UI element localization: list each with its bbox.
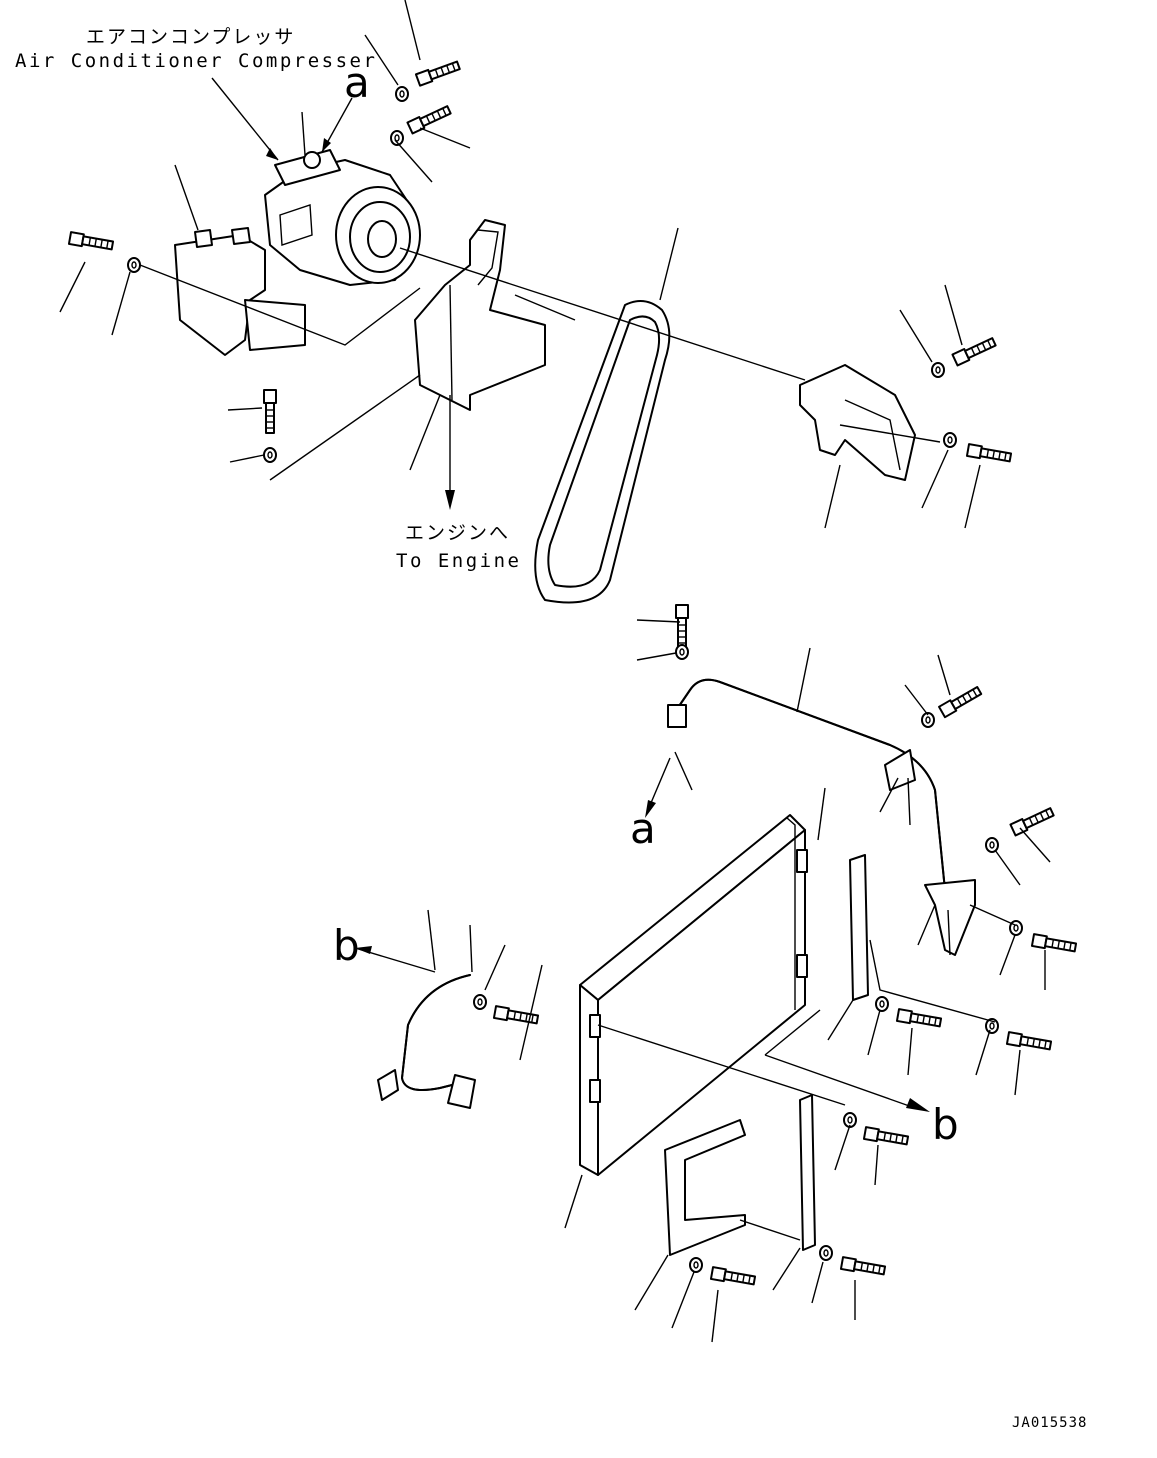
bolt bbox=[675, 604, 689, 649]
bolt bbox=[414, 58, 462, 87]
bolt bbox=[839, 1256, 887, 1278]
ref-label-a-top: a bbox=[344, 58, 370, 107]
leader-lines bbox=[59, 0, 1051, 1343]
engine-label-en: To Engine bbox=[396, 550, 522, 572]
ref-label-b-right: b bbox=[932, 1100, 959, 1149]
compressor-label-en: Air Conditioner Compresser bbox=[15, 50, 378, 72]
washer bbox=[819, 1245, 833, 1261]
engine-label-jp: エンジンへ bbox=[405, 522, 511, 544]
washer bbox=[875, 996, 889, 1012]
compressor-mount-bracket bbox=[414, 219, 546, 411]
bolt bbox=[709, 1266, 757, 1288]
ref-label-b-left: b bbox=[333, 921, 360, 970]
washer bbox=[921, 712, 935, 728]
suction-hose bbox=[377, 974, 476, 1109]
compressor-bracket-left bbox=[174, 227, 306, 356]
bolt bbox=[862, 1126, 910, 1148]
condenser bbox=[579, 814, 808, 1176]
condenser-bracket-right bbox=[849, 854, 869, 1001]
washer bbox=[395, 86, 409, 102]
washer bbox=[931, 362, 945, 378]
bolt bbox=[895, 1008, 943, 1030]
bolt bbox=[1030, 933, 1078, 955]
bolt bbox=[263, 389, 277, 434]
ref-label-a-mid: a bbox=[630, 804, 656, 853]
washer bbox=[263, 447, 277, 463]
condenser-bracket-lower bbox=[664, 1094, 816, 1256]
bolt bbox=[1005, 1031, 1053, 1053]
washer bbox=[689, 1257, 703, 1273]
compressor-label-jp: エアコンコンプレッサ bbox=[86, 26, 296, 48]
belt-cover-bracket bbox=[799, 364, 916, 481]
washer bbox=[943, 432, 957, 448]
drawing-code: JA015538 bbox=[1012, 1415, 1088, 1431]
bolt bbox=[67, 231, 115, 253]
bolt bbox=[1009, 805, 1056, 837]
bolt bbox=[951, 335, 998, 367]
washer bbox=[675, 644, 689, 660]
washer bbox=[127, 257, 141, 273]
bolt bbox=[938, 684, 984, 719]
bolt bbox=[406, 103, 453, 135]
compressor bbox=[264, 149, 421, 286]
drive-belt bbox=[534, 300, 671, 604]
washer bbox=[473, 994, 487, 1010]
washer bbox=[843, 1112, 857, 1128]
bolt bbox=[965, 443, 1013, 465]
washer bbox=[985, 837, 999, 853]
